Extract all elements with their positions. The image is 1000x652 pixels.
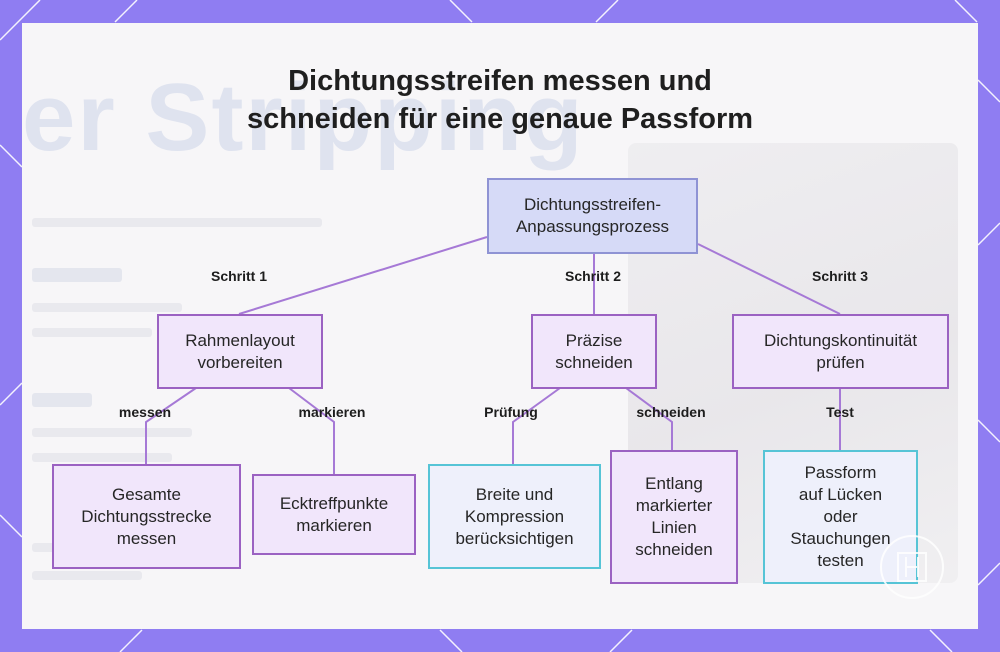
node-leaf-width: Breite und Kompression berücksichtigen [428, 464, 601, 569]
monogram-logo-icon [880, 535, 944, 599]
edge-label-test: Test [826, 404, 854, 420]
edge-label-measure: messen [118, 404, 172, 420]
node-step3: Dichtungskontinuität prüfen [732, 314, 949, 389]
edge-label-step3: Schritt 3 [811, 268, 869, 284]
edge-label-step2: Schritt 2 [564, 268, 622, 284]
edge-label-step1: Schritt 1 [210, 268, 268, 284]
edge-label-cut: schneiden [636, 404, 706, 420]
node-step2: Präzise schneiden [531, 314, 657, 389]
node-root: Dichtungsstreifen- Anpassungsprozess [487, 178, 698, 254]
node-leaf-measure: Gesamte Dichtungsstrecke messen [52, 464, 241, 569]
edge-label-mark: markieren [298, 404, 366, 420]
edge-root-step3 [697, 243, 841, 315]
diagram-title: Dichtungsstreifen messen und schneiden f… [0, 62, 1000, 138]
node-leaf-mark: Ecktreffpunkte markieren [252, 474, 416, 555]
edge-step1-leaf1 [145, 387, 197, 464]
edge-step1-leaf2 [288, 387, 335, 474]
edge-step2-leaf3 [512, 387, 561, 464]
monogram-glyph-icon [897, 552, 927, 582]
edge-label-check: Prüfung [484, 404, 538, 420]
edge-step2-leaf4 [625, 387, 673, 450]
node-step1: Rahmenlayout vorbereiten [157, 314, 323, 389]
node-leaf-cut: Entlang markierter Linien schneiden [610, 450, 738, 584]
title-line-1: Dichtungsstreifen messen und [288, 65, 712, 97]
edge-root-step1 [238, 236, 488, 315]
title-line-2: schneiden für eine genaue Passform [246, 103, 754, 135]
background-photo-text: er Stripping [22, 64, 585, 171]
